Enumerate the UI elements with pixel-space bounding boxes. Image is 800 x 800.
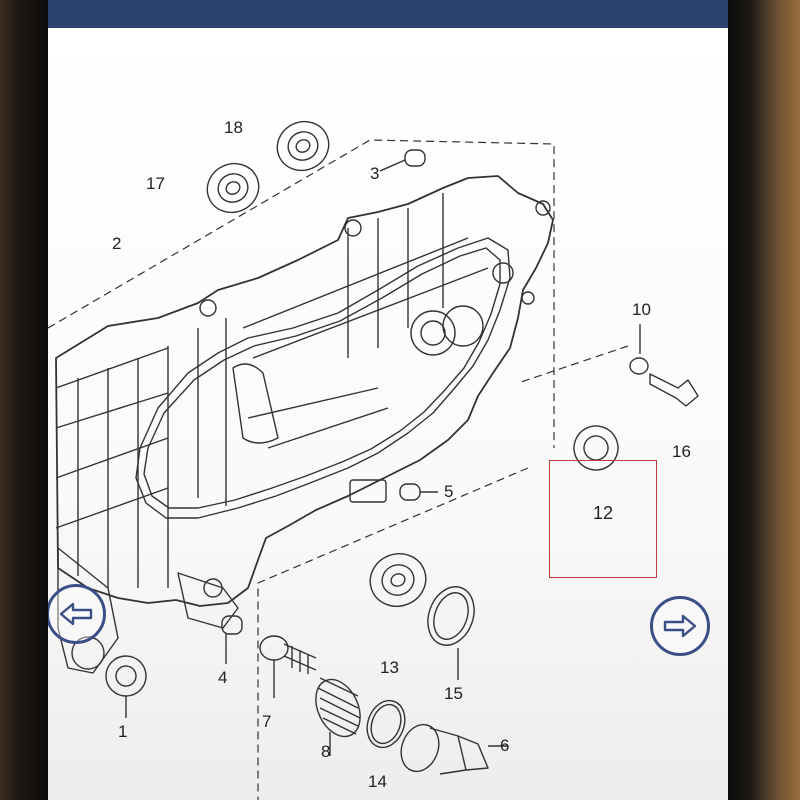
part-label-7: 7 <box>262 712 272 731</box>
arrow-right-icon <box>663 614 697 638</box>
parts-diagram-screen: 18 17 2 3 10 16 5 4 1 7 8 13 15 14 6 12 <box>48 28 728 800</box>
crankcase-exploded-diagram <box>48 120 699 800</box>
highlight-box-part-12: 12 <box>549 460 657 578</box>
part-14-o-ring <box>366 699 406 749</box>
part-label-12: 12 <box>592 503 614 523</box>
part-6-plug <box>400 723 508 775</box>
part-label-3: 3 <box>370 164 380 183</box>
part-label-8: 8 <box>321 742 331 761</box>
part-13-bearing <box>369 553 427 607</box>
previous-page-button[interactable] <box>48 584 106 644</box>
part-label-5: 5 <box>444 482 454 501</box>
part-label-4: 4 <box>218 668 228 687</box>
status-bar <box>48 0 728 28</box>
part-label-16: 16 <box>672 442 691 461</box>
next-page-button[interactable] <box>650 596 710 656</box>
part-label-15: 15 <box>444 684 463 703</box>
part-8-spring <box>315 677 361 756</box>
part-label-18: 18 <box>224 118 243 137</box>
part-label-14: 14 <box>368 772 387 791</box>
part-17-bearing <box>206 162 260 214</box>
part-label-13: 13 <box>380 658 399 677</box>
part-4-dowel <box>221 615 243 664</box>
part-1-bearing <box>105 655 147 718</box>
part-5-dowel <box>399 483 438 501</box>
part-label-6: 6 <box>500 736 510 755</box>
phone-bezel-right <box>728 0 800 800</box>
arrow-left-icon <box>59 602 93 626</box>
part-label-10: 10 <box>632 300 651 319</box>
crankcase-body <box>55 175 554 607</box>
part-7-bolt <box>259 635 317 698</box>
part-3-dowel <box>379 149 426 172</box>
part-label-17: 17 <box>146 174 165 193</box>
part-18-bearing <box>276 120 330 172</box>
part-15-circlip <box>427 586 475 680</box>
part-label-2: 2 <box>112 234 122 253</box>
part-label-1: 1 <box>118 722 128 741</box>
part-16-seal <box>573 425 619 471</box>
phone-bezel-left <box>0 0 48 800</box>
part-10-bolt <box>629 324 699 407</box>
